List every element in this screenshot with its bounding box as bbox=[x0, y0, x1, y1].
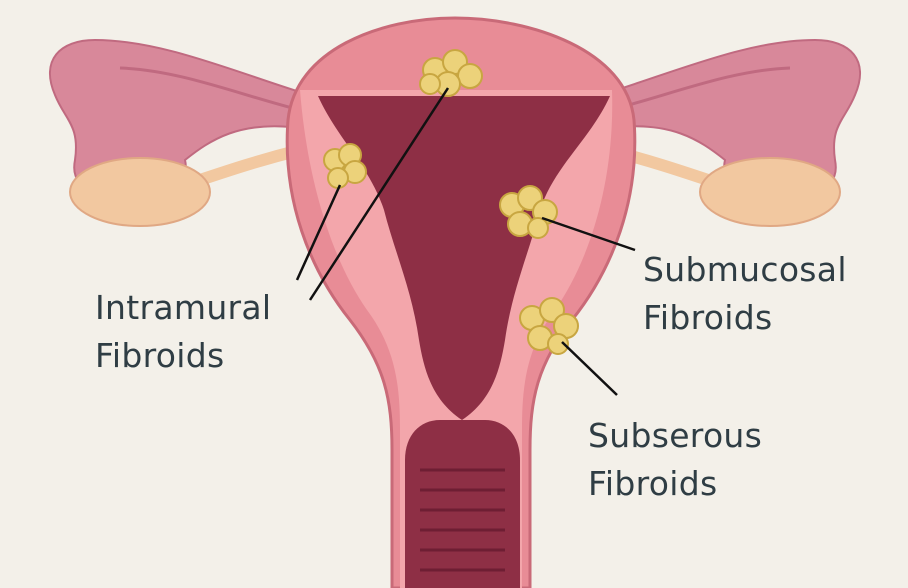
left-ovary bbox=[70, 158, 210, 226]
left-ovarian-ligament bbox=[200, 150, 300, 180]
intramural-fibroids-label: Intramural Fibroids bbox=[95, 284, 271, 380]
submucosal-label-line2: Fibroids bbox=[643, 294, 847, 342]
subserous-label-line1: Subserous bbox=[588, 412, 762, 460]
fibroid-intramural bbox=[324, 144, 366, 188]
intramural-label-line1: Intramural bbox=[95, 284, 271, 332]
subserous-fibroids-label: Subserous Fibroids bbox=[588, 412, 762, 508]
cervical-canal bbox=[405, 420, 520, 588]
submucosal-fibroids-label: Submucosal Fibroids bbox=[643, 246, 847, 342]
leader-line-subserous bbox=[562, 342, 617, 395]
intramural-label-line2: Fibroids bbox=[95, 332, 271, 380]
submucosal-label-line1: Submucosal bbox=[643, 246, 847, 294]
right-ovary bbox=[700, 158, 840, 226]
subserous-label-line2: Fibroids bbox=[588, 460, 762, 508]
